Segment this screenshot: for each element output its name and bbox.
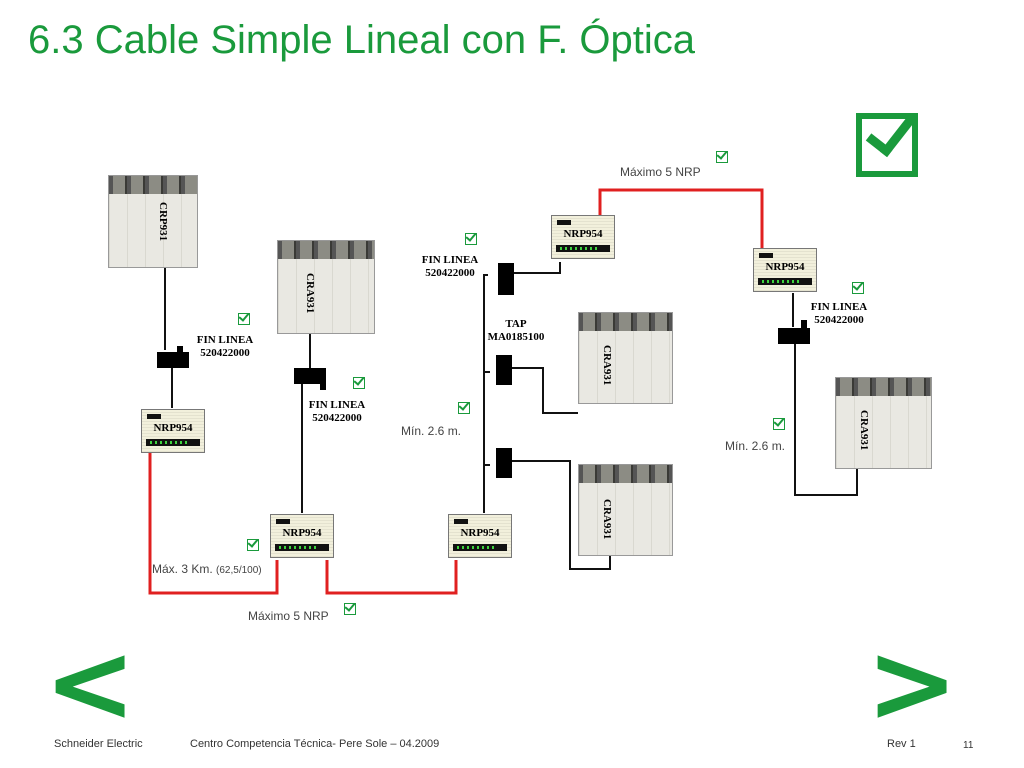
fin-linea-text: FIN LINEA: [810, 301, 868, 313]
fin-linea-label-top: FIN LINEA 520422000: [417, 254, 483, 280]
cable-tap-to-cra-right: [794, 342, 858, 496]
max-km-text: Máx. 3 Km.: [152, 562, 213, 576]
tap-label: TAP MA0185100: [482, 318, 550, 344]
maximo-nrp-bottom: Máximo 5 NRP: [248, 609, 329, 623]
tap-connector-right-stub: [801, 320, 807, 328]
rack-crp931: CRP931: [108, 175, 198, 268]
rack-cra931-right: CRA931: [835, 377, 932, 469]
fin-linea-label-mid: FIN LINEA 520422000: [304, 399, 370, 425]
nrp954-top: NRP954: [551, 215, 615, 259]
cable-tap-to-tap: [483, 372, 490, 466]
nrp954-mid-label: NRP954: [282, 527, 322, 539]
tap-connector-mid: [294, 368, 326, 384]
nrp954-left-label: NRP954: [153, 422, 193, 434]
max-distance-label: Máx. 3 Km. (62,5/100): [152, 562, 262, 576]
footer-company: Schneider Electric: [54, 738, 143, 750]
checkmark-icon: [247, 539, 259, 551]
fin-linea-label-left: FIN LINEA 520422000: [192, 334, 258, 360]
footer-center: Centro Competencia Técnica- Pere Sole – …: [190, 738, 440, 750]
rack-cra931-left: CRA931: [277, 240, 375, 334]
checkmark-icon: [344, 603, 356, 615]
rack-label-cra931-right: CRA931: [858, 410, 870, 451]
nrp954-right: NRP954: [753, 248, 817, 292]
nrp954-mid: NRP954: [270, 514, 334, 558]
nrp954-left: NRP954: [141, 409, 205, 453]
fiber-nrp-mid-to-nrp-center: [325, 560, 458, 595]
fin-linea-code: 520422000: [200, 347, 250, 359]
fiber-nrp-left-to-nrp-mid: [148, 453, 279, 595]
page-title: 6.3 Cable Simple Lineal con F. Óptica: [28, 18, 696, 62]
nrp954-top-label: NRP954: [563, 228, 603, 240]
rack-label-cra931-left: CRA931: [304, 273, 316, 314]
fin-linea-code: 520422000: [814, 314, 864, 326]
tap-connector-mid-stub: [320, 372, 326, 390]
tap-connector-center-top: [496, 355, 512, 385]
checkmark-icon: [465, 233, 477, 245]
fin-linea-text: FIN LINEA: [308, 399, 366, 411]
cable-finlinea-to-nrp-top: [513, 262, 561, 274]
min-distance-right: Mín. 2.6 m.: [725, 439, 786, 453]
tap-connector-left-stub: [177, 346, 183, 354]
tap-code: MA0185100: [487, 331, 545, 343]
fin-linea-text: FIN LINEA: [196, 334, 254, 346]
footer-page-number: 11: [963, 740, 974, 751]
nrp954-center: NRP954: [448, 514, 512, 558]
checkmark-icon: [458, 402, 470, 414]
tap-text: TAP: [505, 318, 527, 330]
big-checkmark-icon: [856, 113, 918, 177]
maximo-nrp-top: Máximo 5 NRP: [620, 165, 701, 179]
fiber-nrp-top-to-nrp-right: [598, 188, 764, 248]
cable-tap-to-cra-middle: [512, 367, 578, 414]
footer-rev: Rev 1: [887, 738, 916, 750]
cable-finlinea-to-tap: [483, 274, 490, 373]
fin-linea-code: 520422000: [312, 412, 362, 424]
checkmark-icon: [353, 377, 365, 389]
rack-cra931-bottom: CRA931: [578, 464, 673, 556]
min-distance-center: Mín. 2.6 m.: [401, 424, 462, 438]
fin-linea-label-right: FIN LINEA 520422000: [806, 301, 872, 327]
rack-label-cra931-bottom: CRA931: [601, 499, 613, 540]
tap-connector-left: [157, 352, 189, 368]
tap-connector-right: [778, 328, 810, 344]
fin-linea-code: 520422000: [425, 267, 475, 279]
prev-slide-button[interactable]: <: [44, 619, 137, 747]
fin-linea-text: FIN LINEA: [421, 254, 479, 266]
cable-tap-to-cra-bottom: [512, 460, 611, 570]
checkmark-icon: [238, 313, 250, 325]
rack-cra931-middle: CRA931: [578, 312, 673, 404]
rack-label-crp931: CRP931: [157, 202, 169, 242]
fiber-spec-text: (62,5/100): [216, 565, 262, 576]
fin-linea-terminator-top: [498, 263, 514, 295]
nrp954-right-label: NRP954: [765, 261, 805, 273]
checkmark-icon: [773, 418, 785, 430]
tap-connector-center-bottom: [496, 448, 512, 478]
rack-label-cra931-middle: CRA931: [601, 345, 613, 386]
nrp954-center-label: NRP954: [460, 527, 500, 539]
checkmark-icon: [716, 151, 728, 163]
checkmark-icon: [852, 282, 864, 294]
next-slide-button[interactable]: >: [866, 619, 959, 747]
